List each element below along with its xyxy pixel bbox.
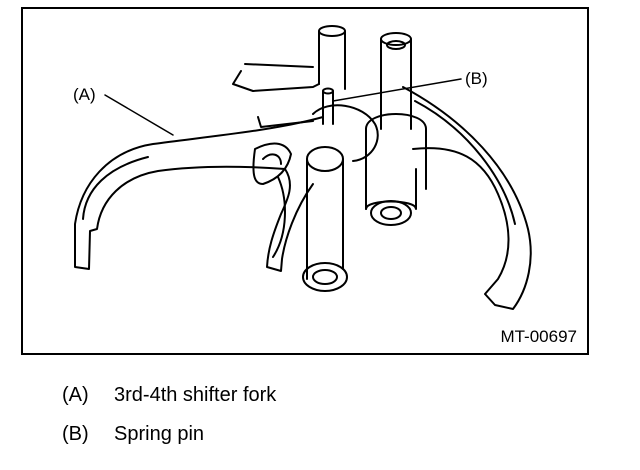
legend-text: 3rd-4th shifter fork xyxy=(114,384,277,406)
front-fork xyxy=(74,116,324,272)
rear-fork xyxy=(402,86,532,310)
callout-a: (A) xyxy=(73,85,96,104)
legend-key: (B) xyxy=(62,423,89,445)
leader-line-a xyxy=(104,94,174,136)
leader-line-b xyxy=(332,78,462,102)
spring-pin xyxy=(312,87,379,162)
upper-shaft xyxy=(232,25,346,128)
shifter-fork-illustration: (A) (B) xyxy=(73,25,532,310)
legend-text: Spring pin xyxy=(114,423,205,445)
callout-b: (B) xyxy=(465,69,488,88)
legend-item-a: (A) 3rd-4th shifter fork xyxy=(62,384,276,407)
rear-rod xyxy=(365,32,427,226)
legend-key: (A) xyxy=(62,384,89,406)
front-rod xyxy=(302,146,348,292)
figure-code: MT-00697 xyxy=(500,327,577,346)
legend-item-b: (B) Spring pin xyxy=(62,423,204,446)
figure-frame: (A) (B) MT-00697 xyxy=(21,7,589,355)
